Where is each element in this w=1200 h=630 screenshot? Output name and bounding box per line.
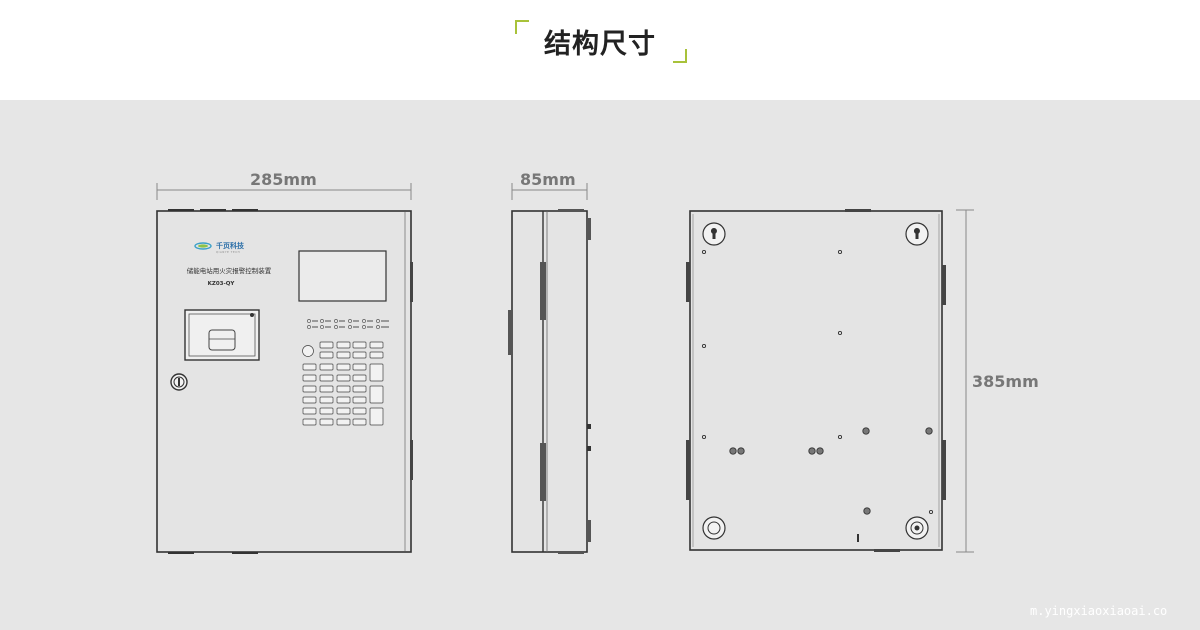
key-lock-icon xyxy=(170,373,188,391)
back-panel xyxy=(689,210,943,551)
lcd-screen xyxy=(298,250,387,302)
title-bracket-top-left xyxy=(515,20,529,34)
back-view xyxy=(686,209,974,553)
title-bracket-bottom-right xyxy=(673,49,687,63)
printer-slot xyxy=(184,309,260,361)
front-view: 千页科技 QIANYE TECH 储能电站用火灾报警控制装置 KZ03-QY xyxy=(156,183,413,554)
depth-label: 85mm xyxy=(520,170,576,189)
height-label: 385mm xyxy=(972,372,1039,391)
height-dimension-line xyxy=(956,209,974,553)
side-view xyxy=(508,183,591,554)
brand-subtitle: QIANYE TECH xyxy=(216,250,240,254)
watermark: m.yingxiaoxiaoai.co xyxy=(1030,604,1168,618)
depth-dimension-line xyxy=(511,183,588,200)
indicator-leds xyxy=(307,319,380,329)
brand-name: 千页科技 xyxy=(216,241,245,250)
model-number: KZ03-QY xyxy=(208,281,236,287)
header: 结构尺寸 xyxy=(0,0,1200,100)
page-title: 结构尺寸 xyxy=(544,29,656,60)
screw-points xyxy=(701,249,934,515)
side-panel xyxy=(511,210,588,553)
brand-logo xyxy=(194,242,212,250)
width-dimension-line xyxy=(156,183,412,200)
product-name: 储能电站用火灾报警控制装置 xyxy=(187,266,272,275)
width-label: 285mm xyxy=(250,170,317,189)
keypad xyxy=(302,341,384,426)
